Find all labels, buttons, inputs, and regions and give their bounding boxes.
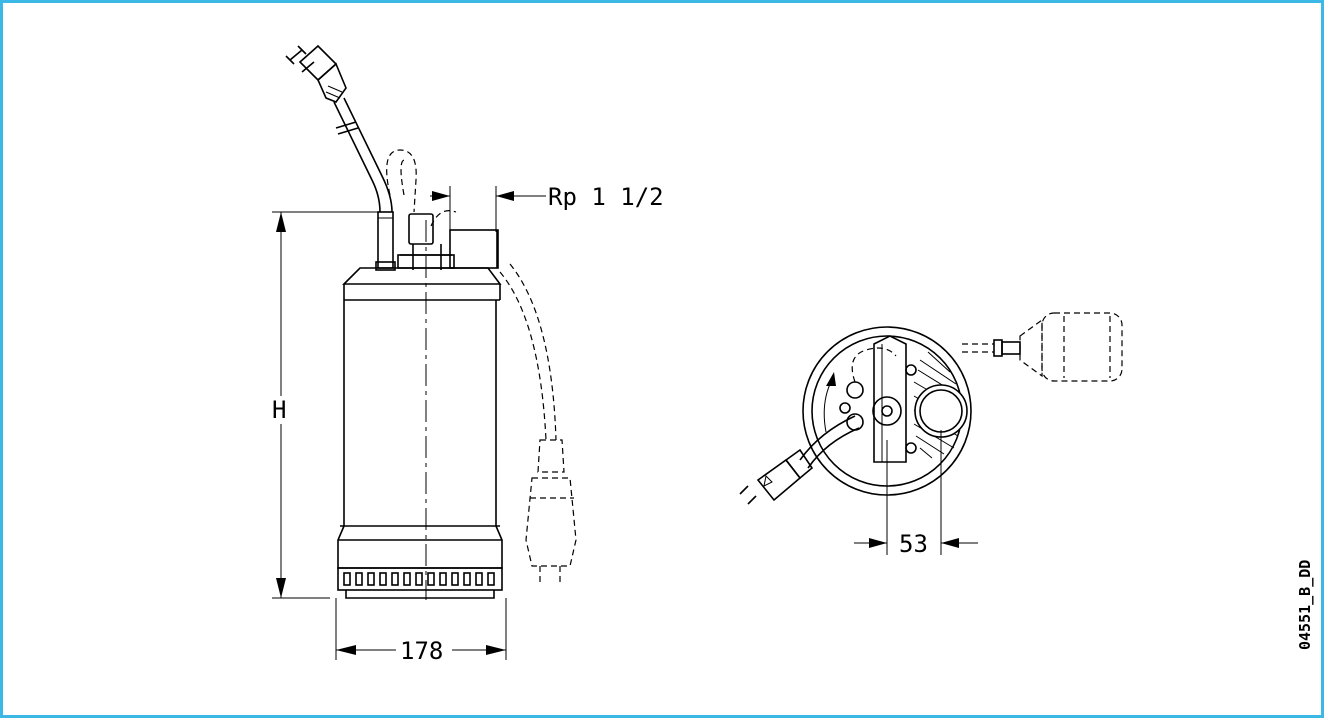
height-dimension [272,211,378,599]
height-label: H [272,396,286,424]
pump-top-view: 53 [739,312,1123,558]
drawing-code: 04551_B_DD [1296,560,1314,650]
offset-label: 53 [899,530,928,558]
width-label: 178 [400,637,443,665]
float-switch-top-icon [962,312,1123,382]
strainer-slots [343,572,495,586]
outlet-thread-label: Rp 1 1/2 [548,183,664,211]
top-plug-icon [739,448,814,505]
pump-side-view: H 178 Rp 1 1/2 [272,44,664,665]
outlet-dimension [430,186,546,232]
offset-dimension [854,430,978,555]
plug-icon [285,44,347,103]
float-switch-icon [525,439,577,584]
width-dimension [335,598,507,660]
